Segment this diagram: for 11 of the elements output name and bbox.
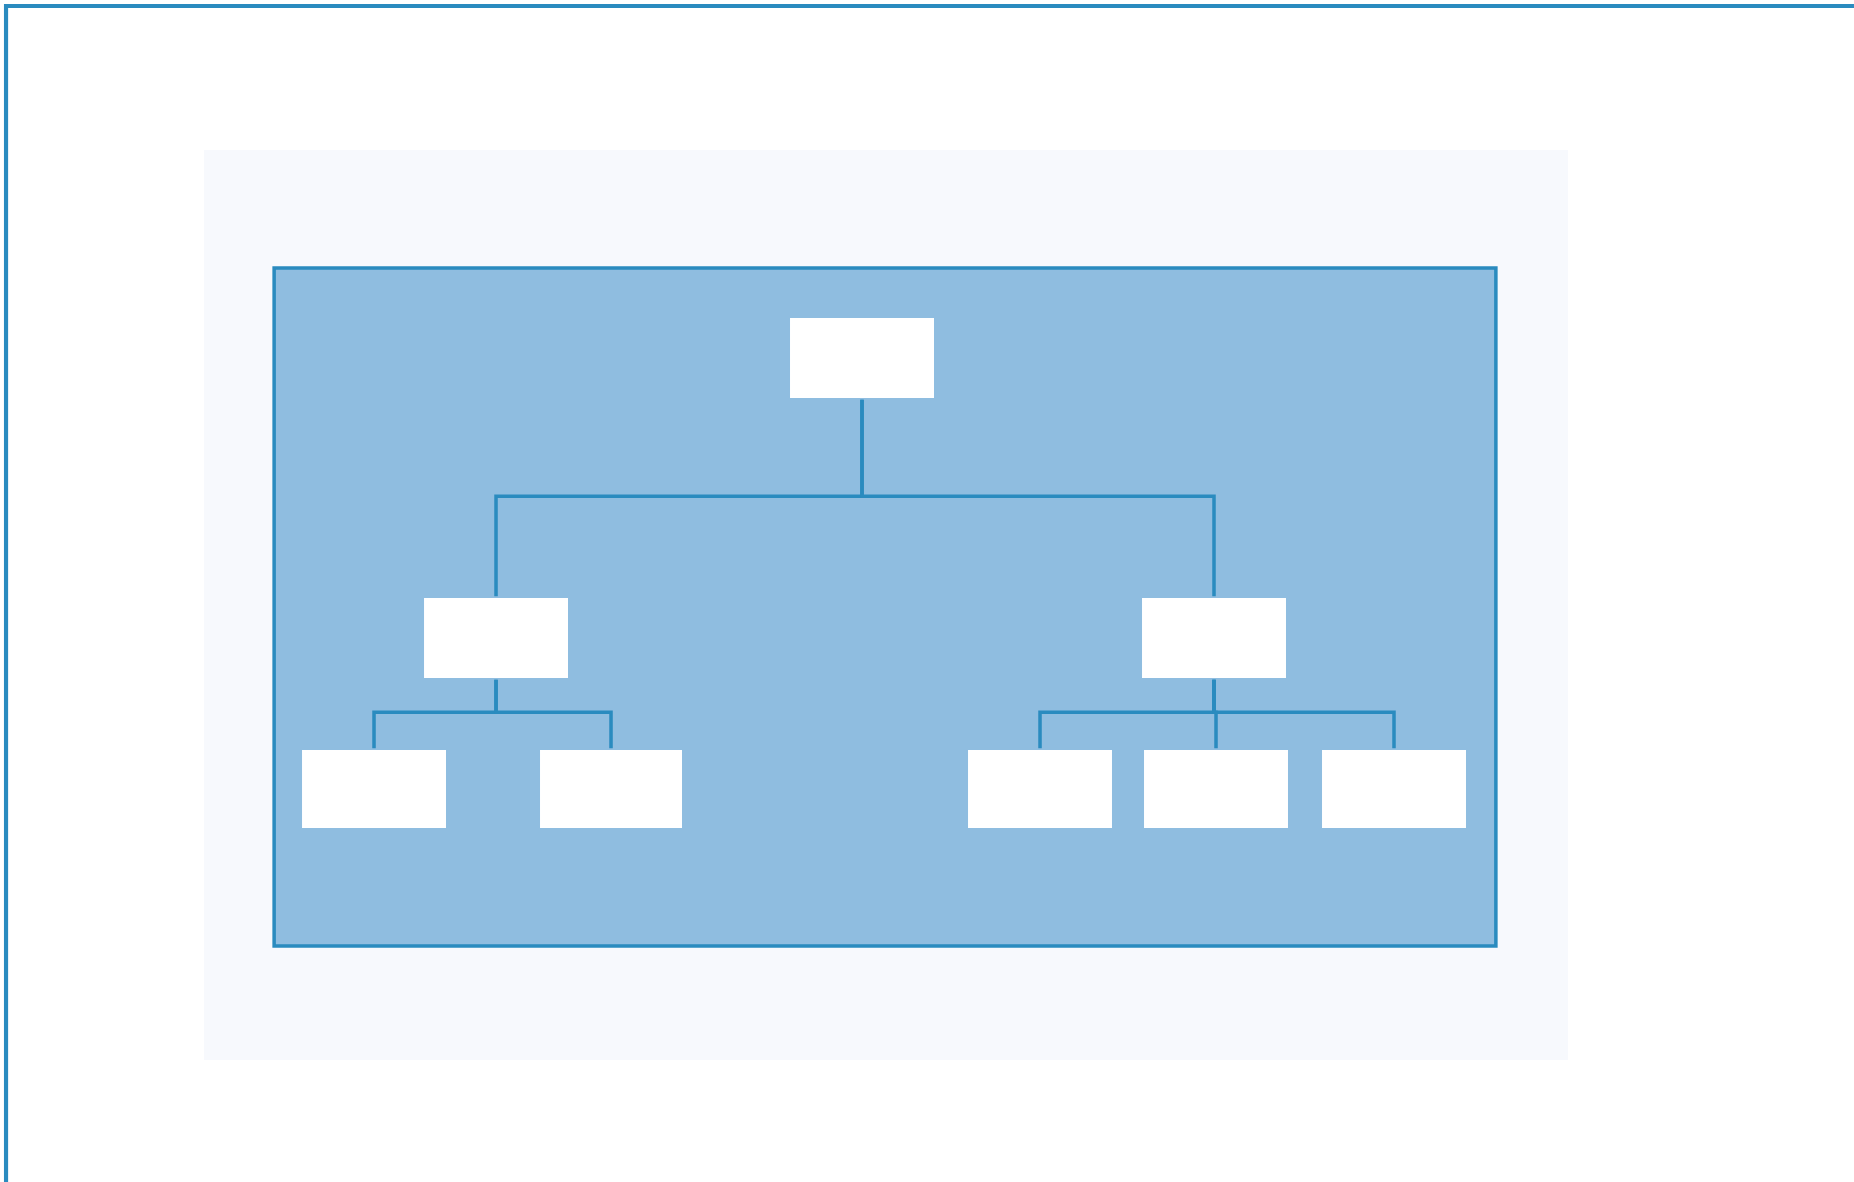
org-box (1322, 750, 1466, 828)
org-box (1142, 598, 1286, 678)
connector (494, 679, 613, 749)
org-box (424, 598, 568, 678)
org-box (540, 750, 682, 828)
org-box (790, 318, 934, 398)
org-box (1144, 750, 1288, 828)
connector (1212, 679, 1396, 749)
org-box (302, 750, 446, 828)
org-box (968, 750, 1112, 828)
connector (860, 399, 1216, 597)
